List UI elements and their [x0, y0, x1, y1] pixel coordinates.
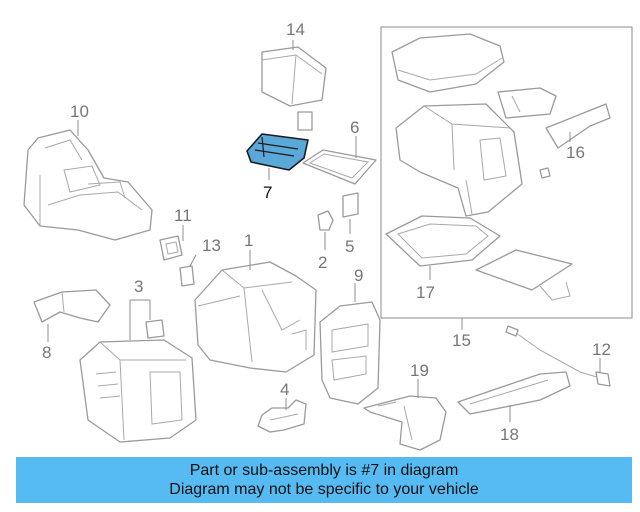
- callout-19: 19: [410, 361, 429, 380]
- assembly-15-frame: [380, 26, 633, 319]
- callout-1: 1: [244, 231, 253, 250]
- callout-17: 17: [416, 283, 435, 302]
- callout-16: 16: [566, 143, 585, 162]
- callout-15: 15: [452, 331, 471, 350]
- banner-line-1: Part or sub-assembly is #7 in diagram: [189, 462, 459, 479]
- part-6-tray-mat: [302, 136, 377, 185]
- callout-7: 7: [263, 183, 272, 202]
- callout-14: 14: [286, 20, 305, 39]
- parts-diagram: 14 7 6 5 2 10 11: [23, 20, 633, 451]
- callout-8: 8: [42, 343, 51, 362]
- part-19-shifter-bracket: [363, 379, 447, 451]
- part-12-cable: [505, 325, 611, 387]
- callout-9: 9: [354, 266, 363, 285]
- callout-3: 3: [134, 277, 143, 296]
- part-18-cover: [457, 371, 571, 422]
- callout-10: 10: [70, 102, 89, 121]
- part-2-clip: [317, 210, 334, 250]
- part-4-bracket: [257, 398, 307, 433]
- part-14-storage-box: [261, 40, 327, 131]
- part-5-pad: [342, 192, 359, 234]
- part-16-latch: [497, 87, 611, 149]
- callout-18: 18: [500, 425, 519, 444]
- callout-13: 13: [202, 236, 221, 255]
- info-banner: Part or sub-assembly is #7 in diagram Di…: [16, 457, 632, 503]
- part-1-console-body: [194, 250, 317, 373]
- callout-11: 11: [174, 206, 192, 225]
- part-15-console-bin: [395, 103, 551, 217]
- callout-12: 12: [592, 340, 611, 359]
- banner-line-2: Diagram may not be specific to your vehi…: [169, 481, 479, 498]
- part-7-console-mat: [246, 133, 309, 180]
- part-9-rear-panel: [319, 283, 381, 405]
- part-8-bracket: [33, 289, 111, 342]
- callout-6: 6: [350, 118, 359, 137]
- callout-2: 2: [318, 253, 327, 272]
- part-3-rear-duct: [79, 299, 197, 443]
- callout-4: 4: [280, 380, 289, 399]
- part-13-bracket: [179, 254, 197, 287]
- part-11-switch: [159, 225, 184, 261]
- part-17-bin-liner: [385, 215, 573, 301]
- part-15-armrest-lid: [391, 33, 505, 93]
- callout-5: 5: [345, 237, 354, 256]
- part-10-console-front: [23, 120, 153, 241]
